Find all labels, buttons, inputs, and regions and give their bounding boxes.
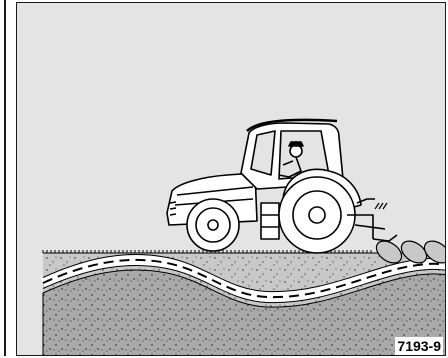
cab-step bbox=[261, 203, 279, 239]
illustration bbox=[17, 3, 446, 356]
page-margin-rule bbox=[4, 0, 6, 356]
rear-wheel bbox=[279, 177, 355, 253]
figure-number: 7193-9 bbox=[395, 337, 443, 355]
tractor-tillage-figure: 7193-9 bbox=[16, 2, 446, 356]
front-wheel bbox=[187, 199, 239, 251]
